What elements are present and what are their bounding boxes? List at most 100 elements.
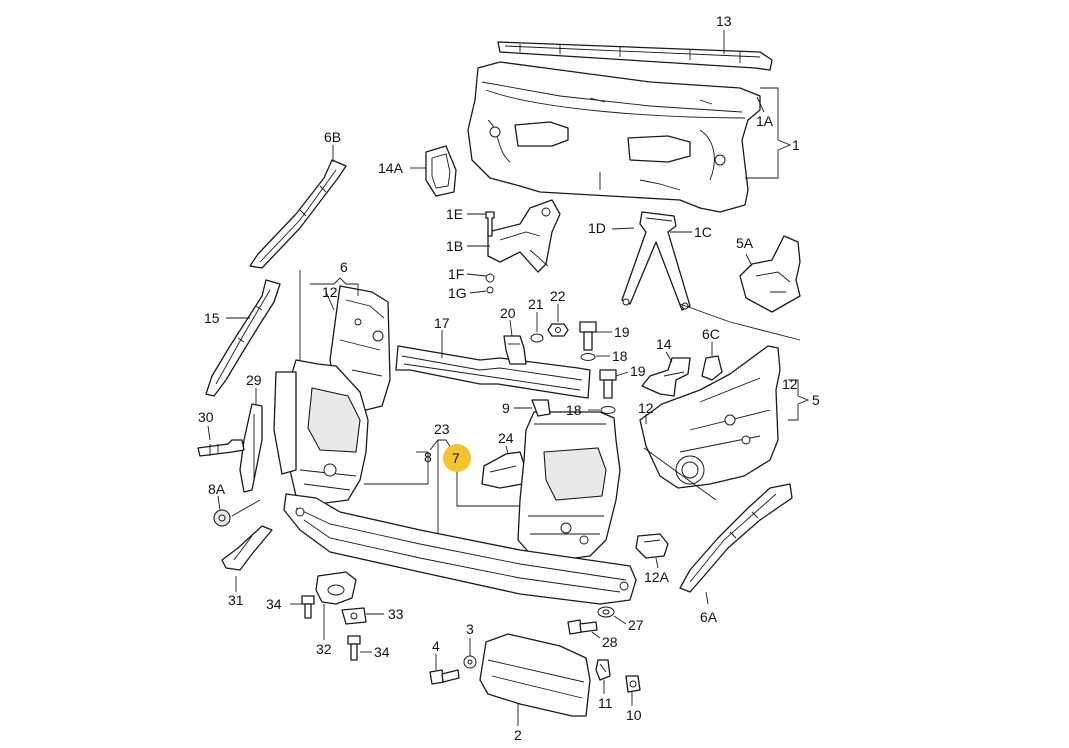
callout-31: 31 (228, 592, 244, 608)
part-30-latch-cable (197, 439, 245, 457)
part-19-bolt-a (579, 321, 597, 351)
callout-18a: 18 (612, 348, 628, 364)
callout-1D: 1D (588, 220, 606, 236)
leader-12c (643, 447, 717, 501)
callout-6B: 6B (324, 129, 341, 145)
callout-19a: 19 (614, 324, 630, 340)
callout-34a: 34 (266, 596, 282, 612)
leader-6A (705, 591, 709, 605)
part-8A-grommet (213, 509, 231, 527)
part-1B-bracket (485, 199, 561, 294)
part-6C-bracket (701, 355, 723, 381)
bracket-23 (429, 439, 453, 546)
callout-1G: 1G (448, 285, 467, 301)
part-21-washer (530, 333, 544, 343)
callout-10: 10 (626, 707, 642, 723)
bracket-1 (745, 87, 792, 179)
part-bumper-carrier (283, 493, 637, 605)
leader-30 (207, 425, 211, 441)
callout-1B: 1B (446, 238, 463, 254)
part-10-nut (625, 675, 641, 693)
leader-8A (217, 495, 221, 511)
part-28-bolt (567, 619, 598, 635)
callout-24: 24 (498, 430, 514, 446)
callout-8A: 8A (208, 481, 226, 497)
callout-32: 32 (316, 641, 332, 657)
callout-19b: 19 (630, 363, 646, 379)
part-18-washer-b (600, 406, 616, 414)
highlight-7 (443, 444, 471, 472)
callout-12c: 12 (638, 400, 654, 416)
callout-34b: 34 (374, 644, 390, 660)
callout-12a: 12 (322, 284, 338, 300)
part-5-right-inner-wing (639, 345, 781, 489)
part-18-washer-a (580, 353, 596, 361)
callout-14: 14 (656, 336, 672, 352)
callout-28: 28 (602, 634, 618, 650)
callout-3: 3 (466, 621, 474, 637)
leader-8A-right (231, 499, 261, 517)
callout-8: 8 (424, 449, 432, 465)
callout-17: 17 (434, 315, 450, 331)
part-34-bolt-a (301, 595, 315, 619)
part-3-washer (463, 655, 477, 669)
callout-14A: 14A (378, 160, 404, 176)
callout-23: 23 (434, 421, 450, 437)
callout-6: 6 (340, 259, 348, 275)
callout-29: 29 (246, 372, 262, 388)
part-5A-gusset (739, 235, 801, 313)
leader-27 (613, 615, 627, 625)
callout-18b: 18 (566, 402, 582, 418)
callout-5A: 5A (736, 235, 754, 251)
callout-9: 9 (502, 400, 510, 416)
leader-1F (466, 273, 487, 277)
callout-12b: 12 (782, 376, 798, 392)
part-1-bulkhead (467, 61, 761, 213)
callout-15: 15 (204, 310, 220, 326)
callout-11: 11 (598, 695, 613, 711)
callout-2: 2 (514, 727, 522, 743)
callout-labels: 13 1A 1 14A 6B 1E 1B 1F 1G 1D 1C 5A 6 12… (198, 13, 820, 743)
leader-12a (325, 291, 335, 311)
part-11-clip (595, 659, 611, 681)
leader-7 (456, 472, 520, 507)
part-19-bolt-b (599, 369, 617, 399)
callout-21: 21 (528, 296, 544, 312)
callout-1F: 1F (448, 266, 464, 282)
part-2-cover (479, 633, 591, 717)
part-17-cross-member (395, 345, 591, 399)
callout-33: 33 (388, 606, 404, 622)
callout-1C: 1C (694, 224, 712, 240)
leader-1G (469, 290, 487, 294)
part-13-strip (497, 41, 773, 71)
part-1C-brace (621, 211, 691, 311)
callout-13: 13 (716, 13, 732, 29)
part-14A-cover (425, 145, 457, 197)
part-14-bracket (641, 357, 691, 397)
callout-30: 30 (198, 409, 214, 425)
leader-1D (611, 227, 635, 230)
callout-6C: 6C (702, 326, 720, 342)
leader-1A (756, 96, 765, 113)
callout-12A: 12A (644, 569, 670, 585)
leader-24 (505, 445, 509, 455)
callout-5: 5 (812, 392, 820, 408)
part-24-bracket (481, 451, 527, 489)
part-8-left-lamp-carrier (273, 359, 369, 505)
part-6A-strut (679, 483, 793, 593)
part-4-bolt (429, 669, 460, 685)
part-7-right-lamp-carrier (517, 411, 621, 561)
callout-6A: 6A (700, 609, 718, 625)
part-15-rail (205, 279, 281, 397)
part-6B-strut (249, 159, 347, 269)
callout-1E: 1E (446, 206, 463, 222)
part-32-mount (315, 571, 357, 605)
bracket-6 (310, 277, 359, 296)
callout-20: 20 (500, 305, 516, 321)
part-9-bracket (531, 399, 551, 417)
leader-20 (509, 319, 513, 337)
part-33-plate (341, 607, 367, 625)
part-20-clip (503, 335, 527, 365)
dash-line-5 (679, 303, 801, 341)
